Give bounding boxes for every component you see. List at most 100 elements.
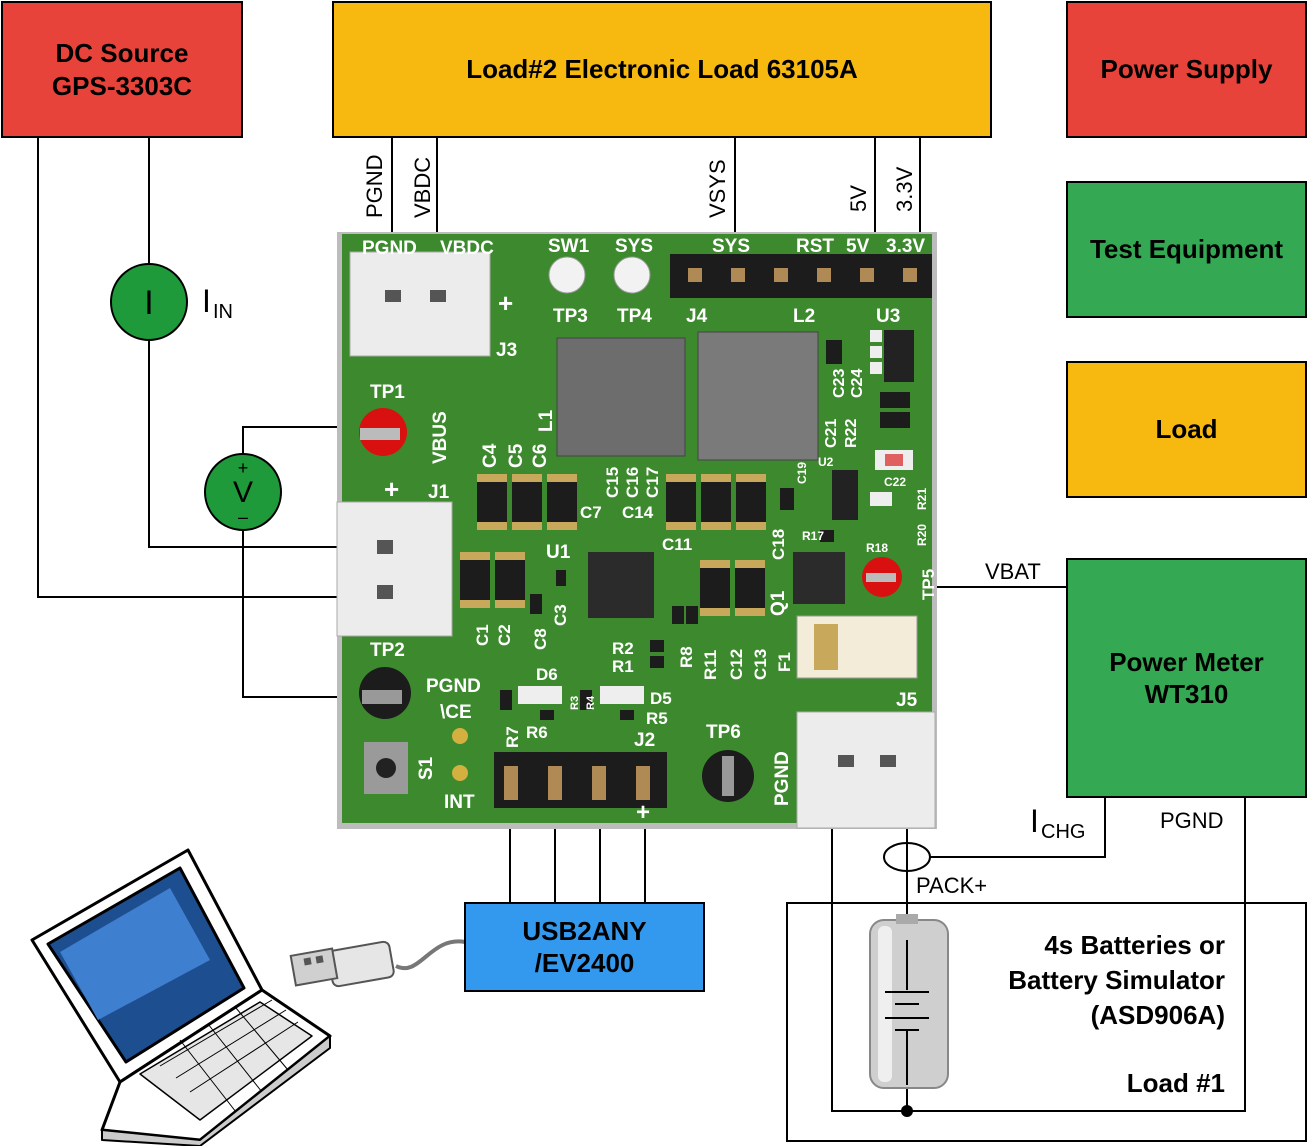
label-vbat: VBAT — [985, 559, 1041, 584]
svg-text:C8: C8 — [531, 628, 550, 650]
svg-text:3.3V: 3.3V — [886, 236, 925, 257]
svg-text:R18: R18 — [866, 541, 888, 555]
svg-text:R22: R22 — [843, 419, 860, 448]
svg-text:+: + — [636, 799, 650, 826]
svg-text:TP2: TP2 — [370, 640, 405, 661]
battery-cell-icon — [869, 914, 949, 1089]
svg-text:C23: C23 — [831, 369, 848, 398]
svg-text:C13: C13 — [751, 649, 770, 680]
svg-text:C22: C22 — [884, 475, 906, 489]
svg-text:Q1: Q1 — [768, 590, 789, 616]
svg-text:J5: J5 — [896, 690, 918, 711]
svg-text:5V: 5V — [846, 236, 870, 257]
svg-text:SYS: SYS — [712, 236, 750, 257]
svg-text:\CE: \CE — [440, 702, 472, 723]
svg-text:C7: C7 — [580, 503, 602, 522]
svg-text:I: I — [144, 284, 153, 322]
svg-text:TP6: TP6 — [706, 722, 741, 743]
svg-text:C19: C19 — [795, 462, 809, 484]
svg-text:R2: R2 — [612, 639, 634, 658]
svg-text:C15: C15 — [603, 467, 622, 498]
legend-power-supply-label: Power Supply — [1100, 54, 1273, 85]
svg-text:R20: R20 — [915, 524, 929, 546]
ground-junction — [901, 1105, 913, 1117]
svg-text:F1: F1 — [775, 652, 794, 672]
svg-text:I: I — [202, 283, 211, 319]
svg-text:J4: J4 — [686, 306, 708, 327]
voltmeter-plus-wire — [242, 426, 337, 463]
svg-text:L1: L1 — [536, 409, 557, 432]
svg-text:C4: C4 — [480, 443, 501, 468]
svg-text:C5: C5 — [506, 443, 527, 468]
electronic-load-2-box: Load#2 Electronic Load 63105A — [332, 1, 992, 138]
power-meter-box: Power Meter WT310 — [1066, 558, 1307, 798]
svg-text:TP3: TP3 — [553, 306, 588, 327]
legend-load-label: Load — [1155, 414, 1218, 445]
svg-text:C24: C24 — [849, 369, 866, 398]
evm-board: PGND VBDC + J3 SW1 SYS TP3 TP4 SYS RST 5… — [336, 232, 938, 829]
svg-text:RST: RST — [796, 236, 834, 257]
svg-text:R8: R8 — [677, 646, 696, 668]
svg-text:R1: R1 — [612, 657, 634, 676]
svg-text:C21: C21 — [823, 419, 840, 448]
legend-test-equipment: Test Equipment — [1066, 181, 1307, 318]
svg-text:R4: R4 — [585, 695, 597, 710]
svg-text:J3: J3 — [496, 340, 517, 361]
svg-text:R7: R7 — [503, 726, 522, 748]
battery-line-3: (ASD906A) — [1090, 1000, 1225, 1030]
legend-power-supply: Power Supply — [1066, 1, 1307, 138]
usb2any-alt: /EV2400 — [534, 948, 635, 978]
svg-text:C17: C17 — [643, 467, 662, 498]
current-probe-icon — [883, 842, 931, 872]
svg-text:C11: C11 — [662, 535, 692, 554]
usb2any-title: USB2ANY — [522, 915, 647, 946]
svg-text:–: – — [238, 507, 248, 527]
svg-text:VBDC: VBDC — [440, 238, 494, 259]
label-5v: 5V — [846, 185, 871, 212]
legend-load: Load — [1066, 361, 1307, 498]
laptop-icon — [30, 848, 332, 1146]
svg-text:CHG: CHG — [1041, 821, 1085, 843]
svg-text:R17: R17 — [802, 529, 824, 543]
battery-line-2: Battery Simulator — [1008, 965, 1225, 995]
svg-text:+: + — [498, 288, 513, 318]
svg-text:S1: S1 — [416, 756, 437, 780]
battery-line-1: 4s Batteries or — [1044, 930, 1225, 960]
dc-source-box: DC Source GPS-3303C — [1, 1, 243, 138]
svg-text:PGND: PGND — [362, 238, 417, 259]
svg-text:J1: J1 — [428, 482, 450, 503]
svg-text:U2: U2 — [818, 455, 834, 469]
label-pgnd-top: PGND — [362, 154, 387, 218]
usb2any-box: USB2ANY /EV2400 — [464, 902, 705, 992]
svg-text:R5: R5 — [646, 709, 668, 728]
svg-text:C6: C6 — [530, 444, 551, 468]
svg-text:IN: IN — [213, 301, 233, 323]
voltmeter-icon: + V – — [204, 453, 282, 531]
svg-text:U3: U3 — [876, 306, 900, 327]
label-3v3: 3.3V — [892, 166, 917, 212]
svg-text:SYS: SYS — [615, 236, 653, 257]
ammeter-icon: I — [110, 263, 188, 341]
svg-text:TP1: TP1 — [370, 382, 405, 403]
svg-text:R3: R3 — [569, 696, 581, 710]
battery-description: 4s Batteries or Battery Simulator (ASD90… — [960, 928, 1225, 1033]
svg-text:C3: C3 — [551, 604, 570, 626]
label-vbdc: VBDC — [410, 157, 435, 218]
svg-text:I: I — [1030, 803, 1039, 839]
ichg-sense-wire — [930, 797, 1106, 858]
label-i-in: I IN — [202, 283, 233, 323]
svg-text:VBUS: VBUS — [430, 411, 451, 464]
usb-plug-icon — [289, 939, 466, 988]
svg-text:C16: C16 — [623, 467, 642, 498]
voltmeter-minus-wire — [242, 521, 337, 698]
svg-text:+: + — [384, 474, 399, 504]
svg-text:TP5: TP5 — [919, 569, 938, 600]
legend-test-equipment-label: Test Equipment — [1089, 234, 1284, 265]
svg-text:INT: INT — [444, 792, 475, 813]
dc-source-model: GPS-3303C — [51, 70, 193, 101]
svg-text:+: + — [238, 458, 249, 478]
svg-text:C2: C2 — [495, 624, 514, 646]
svg-text:TP4: TP4 — [617, 306, 652, 327]
battery-load1-box — [786, 902, 1307, 1142]
label-vsys: VSYS — [705, 159, 730, 218]
